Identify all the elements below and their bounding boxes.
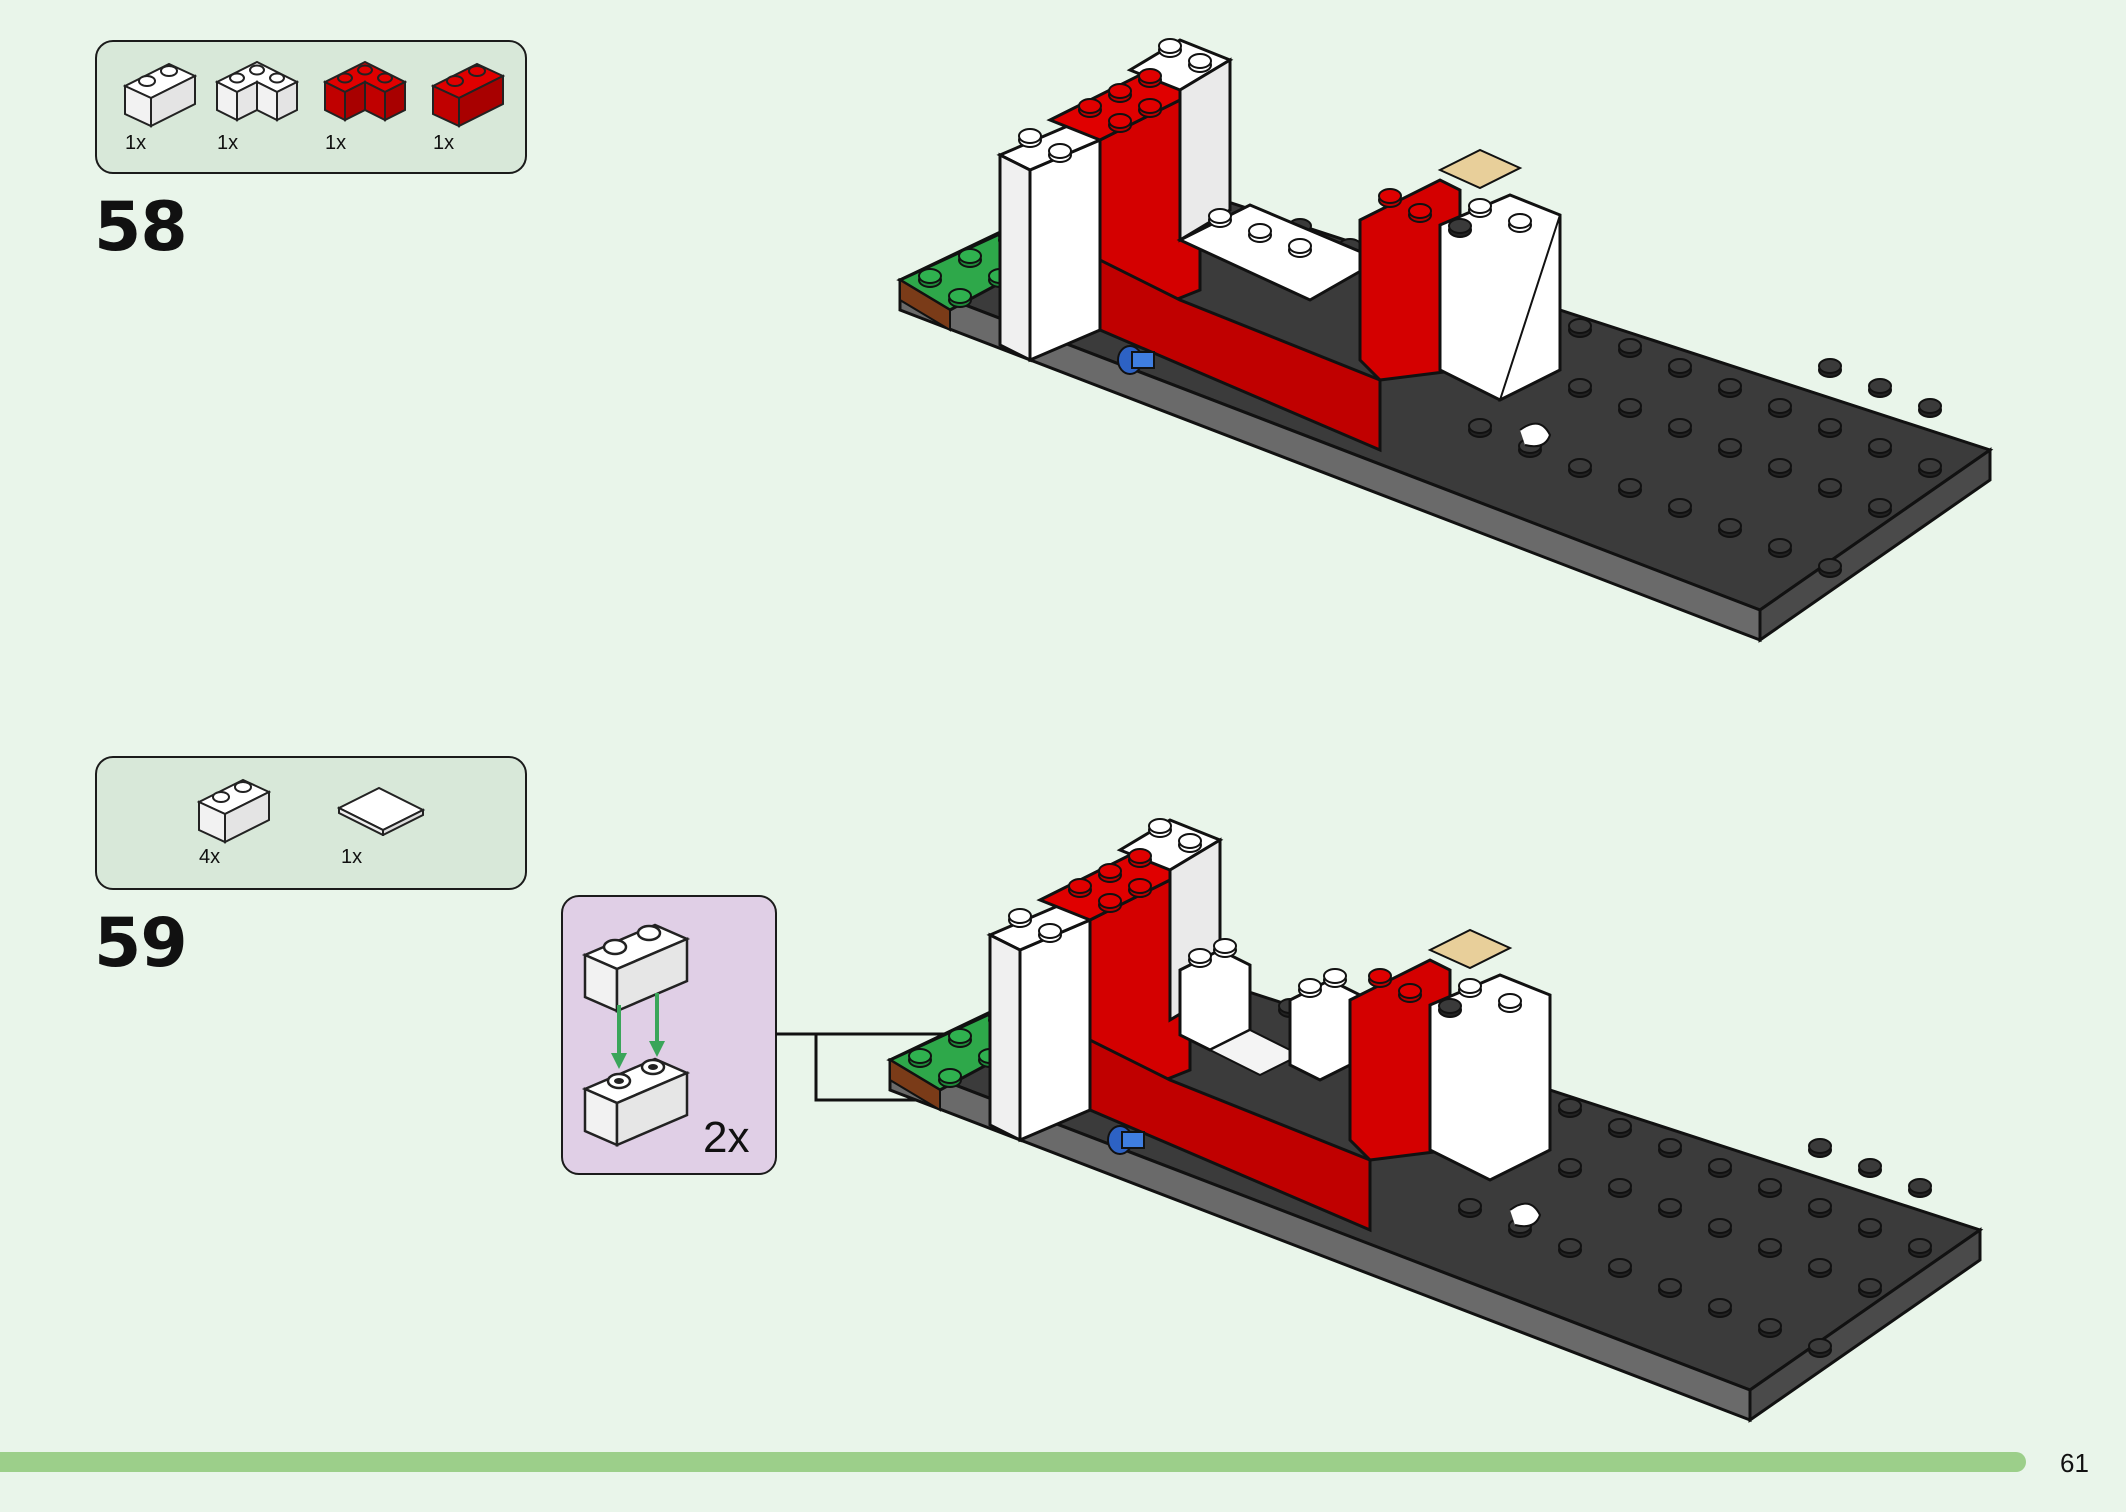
white-brick-1x2-icon bbox=[123, 62, 197, 128]
build-model-step-58 bbox=[880, 30, 2000, 670]
part-qty: 4x bbox=[199, 846, 221, 868]
red-corner-brick-icon bbox=[323, 60, 407, 130]
parts-box-step-59: 4x 1x bbox=[95, 756, 527, 890]
part-qty: 1x bbox=[217, 132, 239, 154]
part-qty: 1x bbox=[125, 132, 147, 154]
part-qty: 1x bbox=[433, 132, 455, 154]
part-qty: 1x bbox=[341, 846, 363, 868]
blue-pin bbox=[1107, 1125, 1145, 1155]
step-number-59: 59 bbox=[94, 904, 188, 983]
page-number: 61 bbox=[2060, 1448, 2089, 1478]
red-brick-1x2-icon bbox=[431, 62, 505, 128]
blue-pin bbox=[1117, 345, 1155, 375]
green-arrow-icon bbox=[611, 993, 665, 1069]
callout-multiplier: 2x bbox=[703, 1113, 750, 1162]
white-corner-brick-icon bbox=[215, 60, 299, 130]
part-qty: 1x bbox=[325, 132, 347, 154]
parts-box-step-58: 1x 1x 1x 1x bbox=[95, 40, 527, 174]
build-model-step-59 bbox=[880, 800, 2000, 1440]
step-number-58: 58 bbox=[94, 188, 188, 267]
progress-bar bbox=[0, 1452, 2026, 1472]
sub-assembly-callout: 2x bbox=[561, 895, 777, 1175]
callout-bottom-brick bbox=[581, 1057, 691, 1147]
white-brick-1x2-icon bbox=[197, 778, 271, 844]
callout-top-brick bbox=[581, 923, 691, 1013]
white-tile-icon bbox=[337, 786, 427, 836]
